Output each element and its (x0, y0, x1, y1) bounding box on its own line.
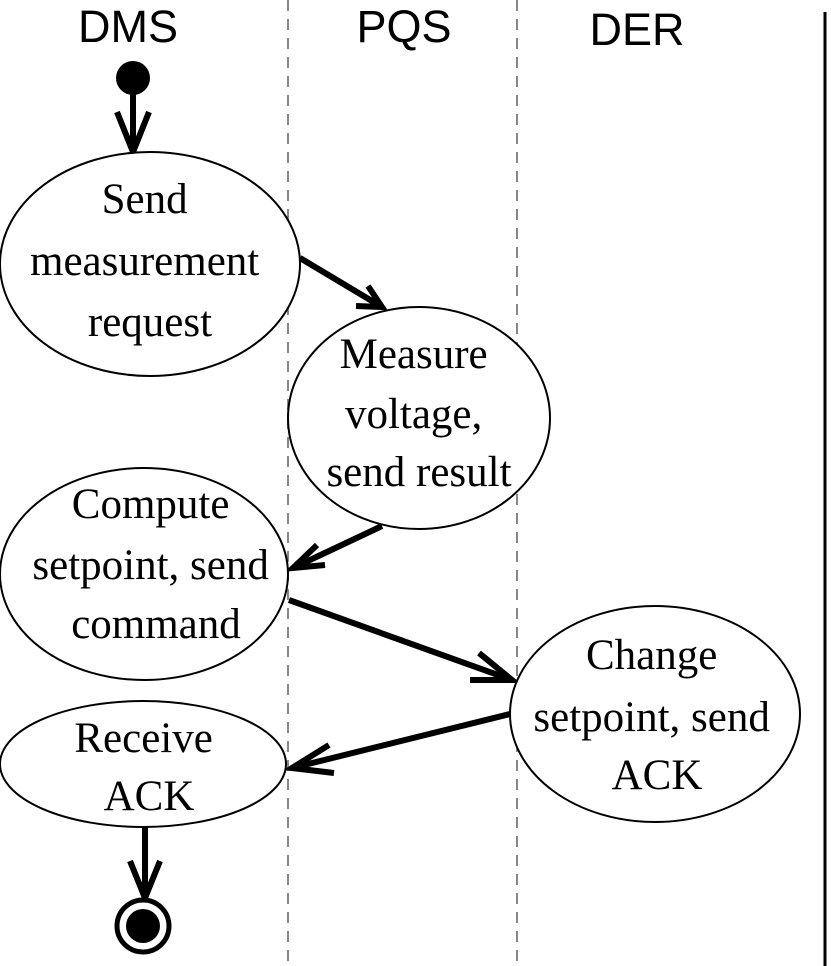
activity-label-line: Send (102, 176, 188, 223)
activity-label-line: command (71, 601, 241, 648)
activity-label-line: send result (326, 449, 511, 496)
arrowhead-compute-setpoint-to-change-setpoint (470, 650, 521, 683)
activity-shape (0, 151, 301, 377)
flow-change-setpoint-to-receive-ack (291, 711, 511, 771)
activity-label-line: voltage, (345, 391, 482, 438)
activity-label-line: Measure (340, 331, 488, 378)
activity-label-line: Receive (74, 715, 212, 762)
final-node (114, 897, 172, 955)
activity-shape (0, 700, 287, 828)
activity-label-line: Compute (72, 481, 230, 528)
activity-send-measurement-request[interactable]: Send measurement request (0, 151, 301, 377)
flow-send-request-to-measure-voltage (298, 255, 384, 310)
activity-label-line: setpoint, send (533, 694, 769, 741)
activity-change-setpoint[interactable]: Change setpoint, send ACK (509, 605, 801, 823)
svg-text:Receive ACK: Receive ACK (74, 715, 223, 820)
lane-title-dms: DMS (78, 1, 178, 52)
arrowhead-send-request-to-measure-voltage (355, 284, 388, 311)
activity-shape (509, 605, 801, 823)
activity-label-line: setpoint, send (32, 542, 268, 589)
arrowhead-measure-voltage-to-compute-setpoint (284, 542, 326, 572)
activity-label-line: request (88, 299, 212, 346)
lane-title-der: DER (589, 4, 684, 55)
svg-text:Measure voltage, s: Measure voltage, send result (326, 331, 511, 496)
activity-shape (0, 467, 289, 681)
flow-edges (114, 82, 521, 906)
flow-compute-setpoint-to-change-setpoint (287, 597, 514, 683)
svg-text:Change setpoint, send: Change setpoint, send ACK (533, 632, 780, 799)
activity-compute-setpoint[interactable]: Compute setpoint, send command (0, 467, 289, 681)
final-node-core (126, 909, 160, 943)
activity-receive-ack[interactable]: Receive ACK (0, 700, 287, 828)
svg-text:Compute setpoint, send: Compute setpoint, send command (32, 481, 279, 648)
activity-label-line: measurement (30, 238, 259, 285)
arrowhead-change-setpoint-to-receive-ack (283, 742, 335, 776)
activity-label-line: ACK (104, 773, 195, 820)
flow-measure-voltage-to-compute-setpoint (291, 523, 384, 571)
activity-label-line: Change (586, 632, 717, 679)
activity-label-line: ACK (612, 752, 703, 799)
activity-shape (287, 306, 551, 530)
lane-title-pqs: PQS (356, 1, 451, 52)
activity-measure-voltage[interactable]: Measure voltage, send result (287, 306, 551, 530)
svg-text:Send measurement r: Send measurement request (30, 176, 270, 346)
initial-node (116, 61, 150, 95)
